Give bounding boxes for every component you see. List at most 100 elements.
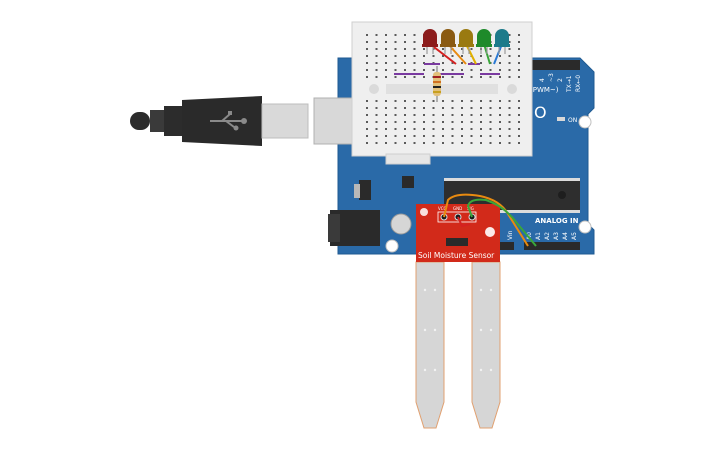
breadboard-hole [413,55,416,57]
led [476,29,492,54]
svg-text:A2: A2 [544,232,551,240]
breadboard-hole [366,114,368,116]
breadboard-hole [470,121,473,123]
breadboard-hole [518,69,520,71]
breadboard-hole [499,121,501,123]
breadboard-hole [489,55,492,57]
breadboard-hole [366,107,368,109]
breadboard-hole [385,142,387,144]
svg-text:VCC: VCC [438,206,447,211]
breadboard-hole [375,114,378,116]
breadboard-hole [385,69,387,71]
breadboard-hole [508,135,511,137]
breadboard-hole [489,114,492,116]
svg-text:2: 2 [557,78,564,82]
breadboard-hole [451,121,454,123]
breadboard-hole [470,48,473,50]
breadboard-hole [499,76,501,78]
breadboard-hole [518,135,520,137]
breadboard-hole [404,135,406,137]
breadboard-hole [413,34,416,36]
breadboard-hole [442,48,444,50]
breadboard-hole [508,107,511,109]
breadboard-hole [423,100,425,102]
breadboard-hole [461,100,463,102]
breadboard-hole [423,135,425,137]
breadboard-hole [394,107,397,109]
breadboard-hole [480,114,482,116]
svg-text:A0: A0 [526,232,533,240]
breadboard-hole [508,121,511,123]
breadboard-hole [394,142,397,144]
breadboard-hole [442,114,444,116]
breadboard-hole [404,121,406,123]
breadboard-hole [461,135,463,137]
breadboard-hole [385,55,387,57]
breadboard-hole [461,107,463,109]
breadboard-hole [499,55,501,57]
breadboard-wires [394,43,503,75]
breadboard-hole [508,69,511,71]
sensor-prong-right [471,261,501,429]
breadboard-hole [432,128,435,130]
breadboard-hole [442,107,444,109]
breadboard-hole [451,69,454,71]
breadboard-hole [470,135,473,137]
breadboard-hole [375,48,378,50]
breadboard-hole [375,121,378,123]
breadboard-hole [480,69,482,71]
breadboard-hole [432,135,435,137]
breadboard-hole [375,34,378,36]
breadboard-hole [413,128,416,130]
led [494,29,510,54]
breadboard-hole [461,76,463,78]
breadboard-hole [423,107,425,109]
breadboard-hole [375,41,378,43]
analog-pin-labels: A0 A1 A2 A3 A4 A5 Vin [507,230,578,240]
usb-port [313,97,355,145]
breadboard-hole [394,76,397,78]
breadboard-hole [385,128,387,130]
breadboard-hole [413,76,416,78]
svg-text:A5: A5 [571,232,578,240]
soil-moisture-sensor: VCC GND SIG Soil Moisture Sensor [415,204,501,429]
breadboard-hole [375,128,378,130]
breadboard-hole [480,142,482,144]
breadboard-hole [375,55,378,57]
breadboard-hole [461,121,463,123]
breadboard-hole [385,107,387,109]
breadboard-hole [499,69,501,71]
svg-text:GND: GND [453,206,462,211]
breadboard-hole [394,121,397,123]
breadboard-hole [432,107,435,109]
breadboard-hole [366,34,368,36]
analog-in-label: ANALOG IN [535,217,579,225]
logo-letter: O [534,103,547,122]
breadboard-hole [480,55,482,57]
breadboard-hole [404,107,406,109]
breadboard-hole [375,76,378,78]
breadboard-hole [385,34,387,36]
breadboard-hole [451,100,454,102]
breadboard-hole [432,142,435,144]
breadboard-hole [423,121,425,123]
breadboard-hole [404,48,406,50]
breadboard-hole [366,121,368,123]
breadboard-hole [508,55,511,57]
breadboard-hole [451,107,454,109]
breadboard-hole [432,121,435,123]
sensor-wires [443,193,537,247]
breadboard-hole [394,114,397,116]
breadboard-hole [423,55,425,57]
breadboard-hole [499,107,501,109]
breadboard-hole [518,128,520,130]
breadboard-hole [461,128,463,130]
led [440,29,456,54]
breadboard-hole [432,100,435,102]
svg-text:4: 4 [539,78,546,82]
breadboard-hole [385,62,387,64]
breadboard-hole [499,114,501,116]
breadboard-hole [413,142,416,144]
breadboard-hole [413,69,416,71]
